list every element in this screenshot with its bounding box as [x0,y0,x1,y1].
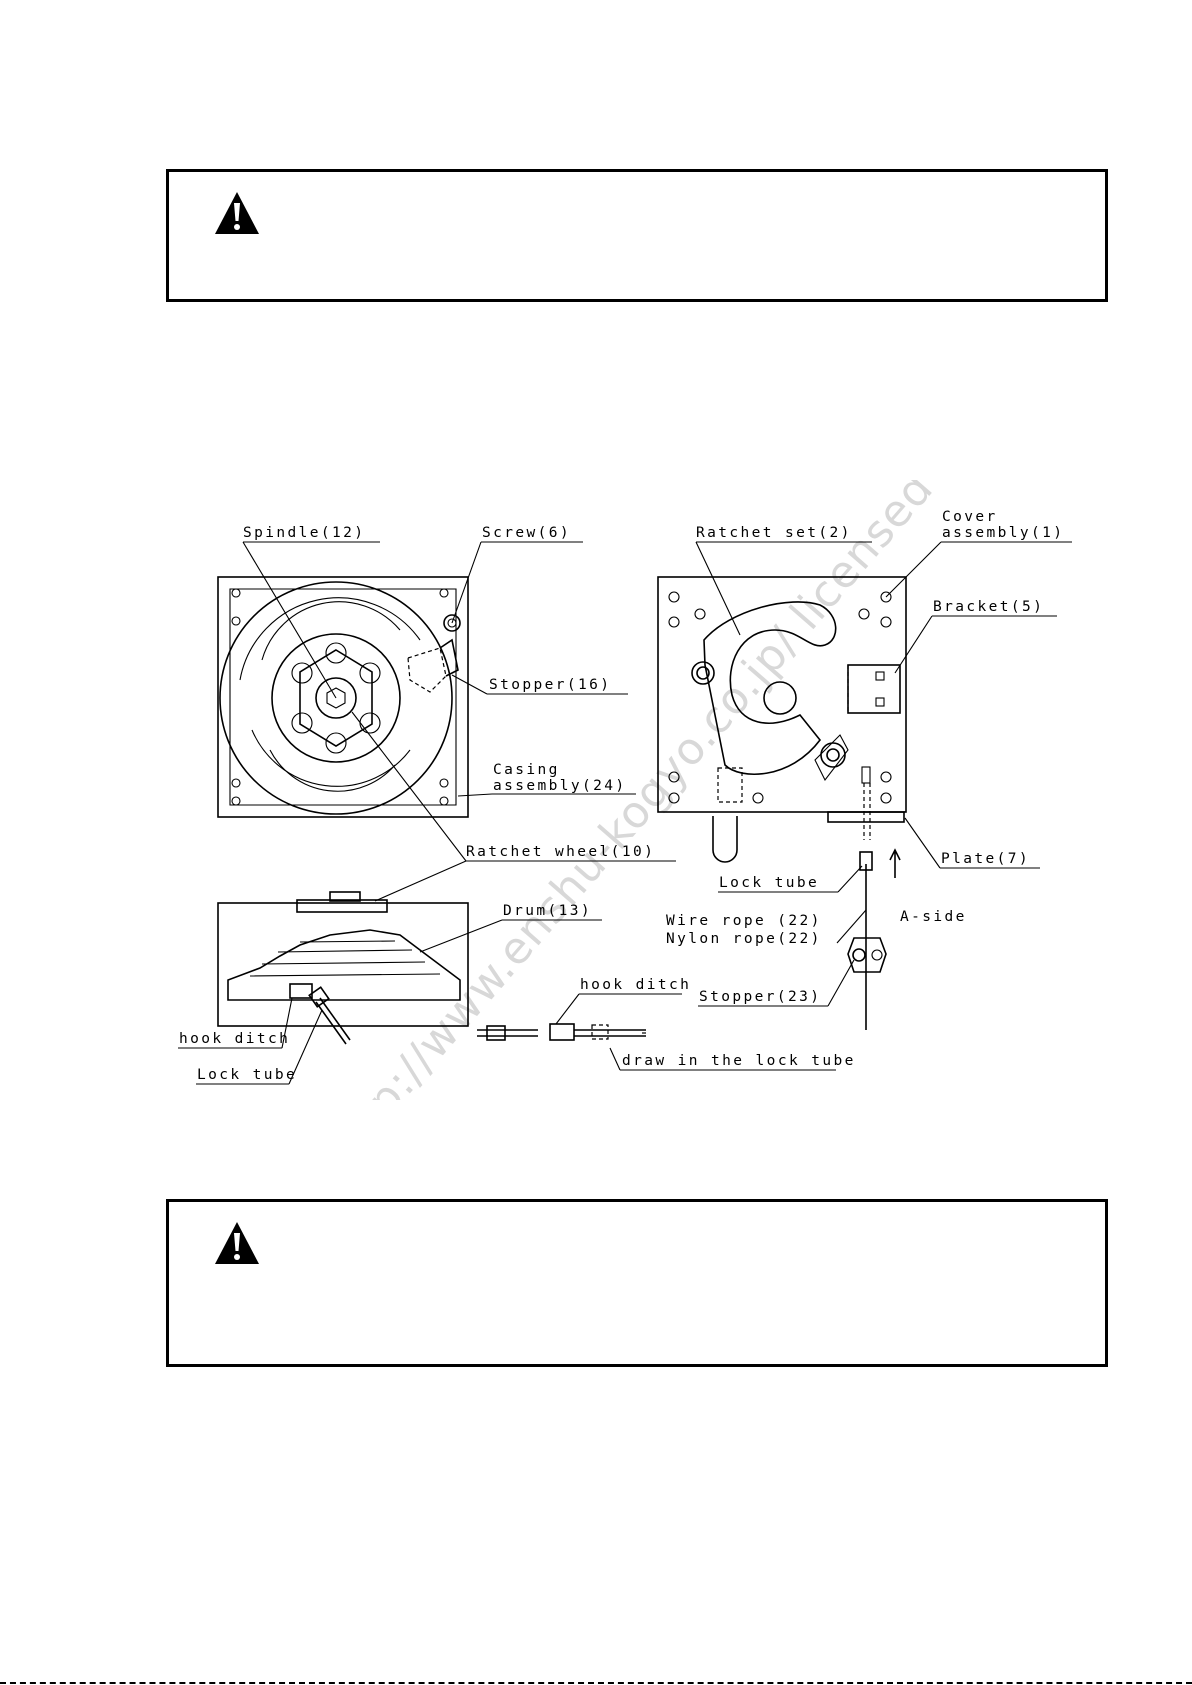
label-cover-assembly: assembly(1) [942,525,1064,541]
label-hook-ditch-left: hook ditch [179,1031,290,1047]
drum-side-view [217,891,469,1045]
label-lock-tube-left: Lock tube [197,1067,297,1083]
label-casing: Casing [493,762,560,778]
leader-lines [178,541,1072,1085]
label-nylon-rope: Nylon rope(22) [666,931,822,947]
label-plate: Plate(7) [941,851,1030,867]
casing-front-view [217,576,469,818]
warning-box-top [166,169,1108,302]
label-bracket: Bracket(5) [933,599,1044,615]
label-lock-tube-right: Lock tube [719,875,819,891]
label-drum: Drum(13) [503,903,592,919]
warning-triangle-icon [215,1222,259,1264]
label-wire-rope: Wire rope (22) [666,913,822,929]
watermark-text: from http://www.enshu-kogyo.co.jp/ licen… [235,480,1125,1100]
label-ratchet-set: Ratchet set(2) [696,525,852,541]
part-labels: Spindle(12) Screw(6) Stopper(16) Casing … [179,509,1064,1083]
page-bottom-border [0,1682,1192,1684]
label-stopper-16: Stopper(16) [489,677,611,693]
assembly-drawing: from http://www.enshu-kogyo.co.jp/ licen… [178,480,1125,1100]
label-stopper-23: Stopper(23) [699,989,821,1005]
label-cover: Cover [942,509,998,525]
label-draw-in-lock-tube: draw in the lock tube [622,1053,856,1069]
warning-triangle-icon [215,192,259,234]
label-screw: Screw(6) [482,525,571,541]
cover-assembly-view [657,576,907,1030]
label-spindle: Spindle(12) [243,525,365,541]
warning-box-bottom [166,1199,1108,1367]
label-casing-assembly: assembly(24) [493,778,627,794]
label-a-side: A-side [900,909,967,925]
label-hook-ditch-middle: hook ditch [580,977,691,993]
label-ratchet-wheel: Ratchet wheel(10) [466,844,655,860]
lock-tube-detail [477,1023,646,1041]
